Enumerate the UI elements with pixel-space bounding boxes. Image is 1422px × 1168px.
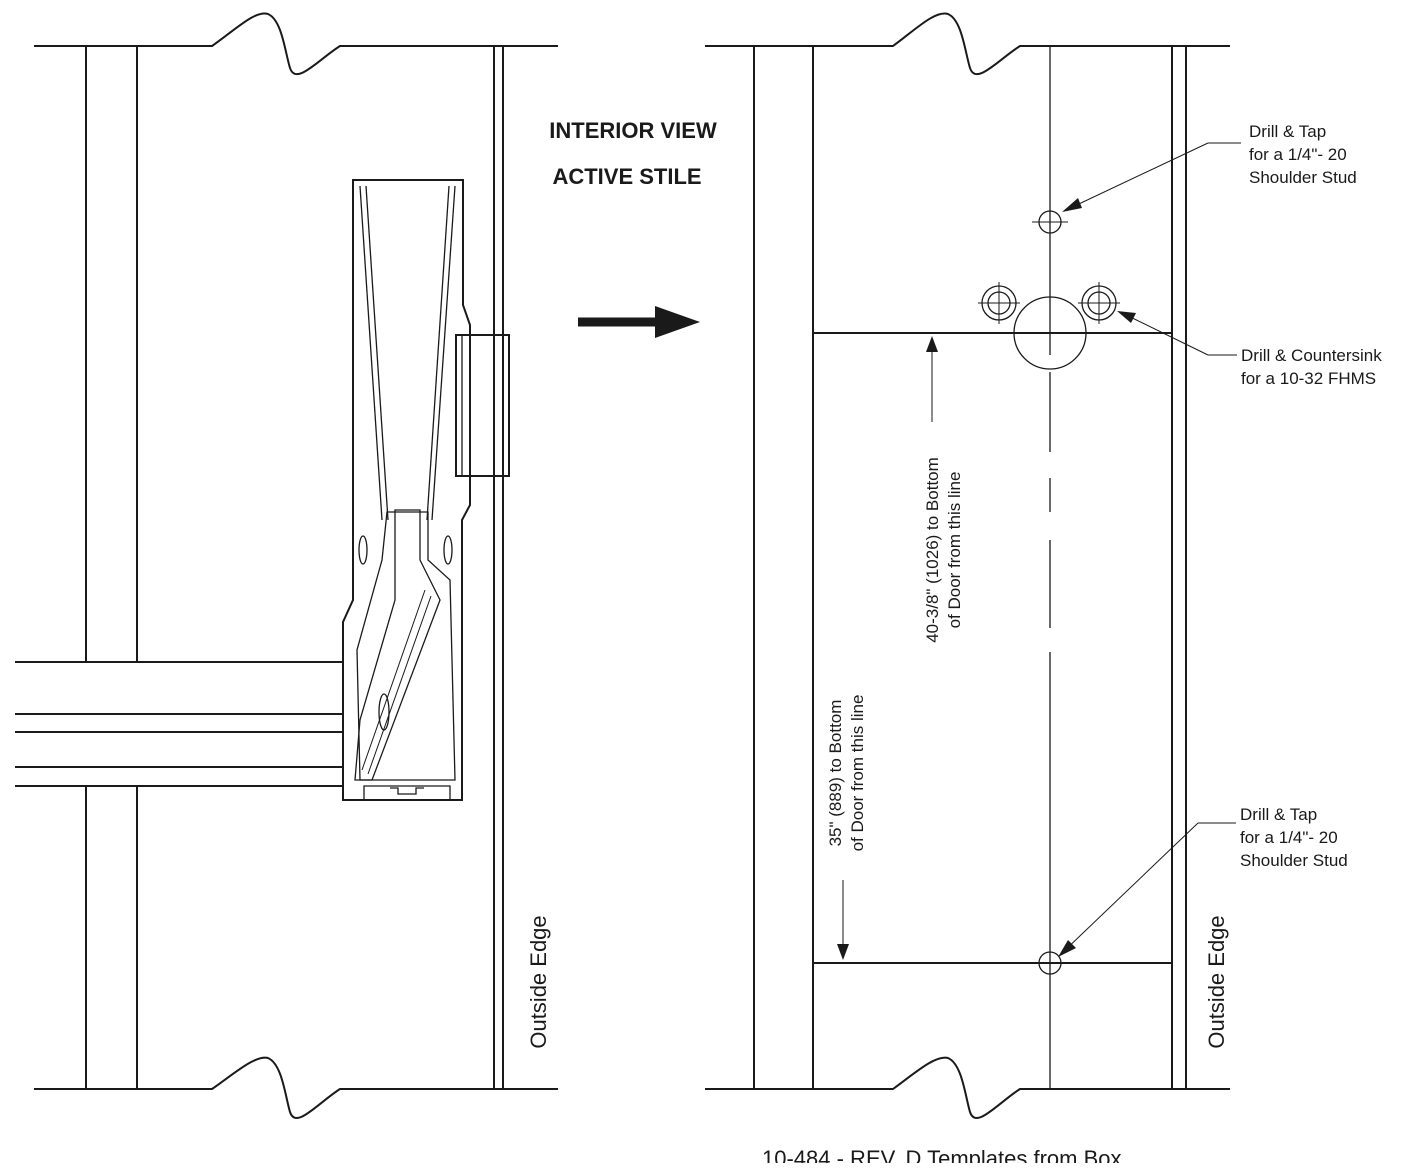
leader-countersink <box>1117 311 1237 356</box>
left-bottom-break-line <box>34 1056 558 1119</box>
left-outside-edge-label: Outside Edge <box>526 915 551 1048</box>
countersink-hole-right <box>1078 282 1120 324</box>
callout-bottom-stud-line-2: for a 1/4"- 20 <box>1240 828 1338 847</box>
callout-countersink-line-2: for a 10-32 FHMS <box>1241 369 1376 388</box>
dim-text-lower: 35" (889) to Bottom of Door from this li… <box>826 695 867 852</box>
callout-bottom-stud-line-1: Drill & Tap <box>1240 805 1317 824</box>
view-title-line-2: ACTIVE STILE <box>552 164 701 189</box>
dim-text-upper: 40-3/8" (1026) to Bottom of Door from th… <box>923 457 964 643</box>
callout-countersink: Drill & Countersink for a 10-32 FHMS <box>1241 346 1382 388</box>
countersink-hole-left <box>978 282 1020 324</box>
leader-bottom-stud <box>1058 822 1236 957</box>
callout-top-stud-line-1: Drill & Tap <box>1249 122 1326 141</box>
right-top-break-line <box>705 12 1230 76</box>
leader-top-stud <box>1062 142 1241 212</box>
device-lever-arm <box>354 509 441 781</box>
direction-arrow <box>578 306 700 338</box>
device-end-cap <box>363 785 451 801</box>
callout-top-stud-line-3: Shoulder Stud <box>1249 168 1357 187</box>
bottom-stud-hole <box>1038 951 1062 975</box>
device-taper-line-right <box>431 185 456 521</box>
left-door-panel <box>15 12 558 1119</box>
dim-text-lower-line-2: of Door from this line <box>848 695 867 852</box>
right-outside-edge-label: Outside Edge <box>1204 915 1229 1048</box>
center-bore-hole <box>1013 296 1087 370</box>
latch-bracket <box>455 334 510 477</box>
dim-text-lower-line-1: 35" (889) to Bottom <box>826 700 845 847</box>
left-top-break-line <box>34 12 558 76</box>
direction-arrow-head <box>655 306 700 338</box>
callout-bottom-stud: Drill & Tap for a 1/4"- 20 Shoulder Stud <box>1240 805 1348 870</box>
callout-top-stud-line-2: for a 1/4"- 20 <box>1249 145 1347 164</box>
device-outer-housing <box>342 179 471 801</box>
dim-arrow-upper <box>926 336 938 422</box>
callout-bottom-stud-line-3: Shoulder Stud <box>1240 851 1348 870</box>
right-template-panel <box>705 12 1241 1119</box>
device-pivot-hole <box>378 693 390 731</box>
device-lever-arm-line-2 <box>367 595 432 775</box>
device-lever-arm-line <box>361 589 426 771</box>
dim-arrow-lower <box>837 880 849 960</box>
callout-top-stud: Drill & Tap for a 1/4"- 20 Shoulder Stud <box>1249 122 1357 187</box>
footer-document-label: 10-484 - REV. D Templates from Box <box>762 1146 1122 1163</box>
device-inner-channel <box>356 511 456 781</box>
device-taper-line-left <box>359 185 383 521</box>
dim-text-upper-line-2: of Door from this line <box>945 472 964 629</box>
right-bottom-break-line <box>705 1056 1230 1119</box>
device-taper-line-left-2 <box>365 185 389 521</box>
dim-text-upper-line-1: 40-3/8" (1026) to Bottom <box>923 457 942 643</box>
view-title-line-1: INTERIOR VIEW <box>549 118 717 143</box>
device-mount-hole-left <box>358 535 368 565</box>
device-mount-hole-right <box>443 535 453 565</box>
exit-device <box>342 179 471 801</box>
device-taper-line-right-2 <box>426 185 450 521</box>
callout-countersink-line-1: Drill & Countersink <box>1241 346 1382 365</box>
